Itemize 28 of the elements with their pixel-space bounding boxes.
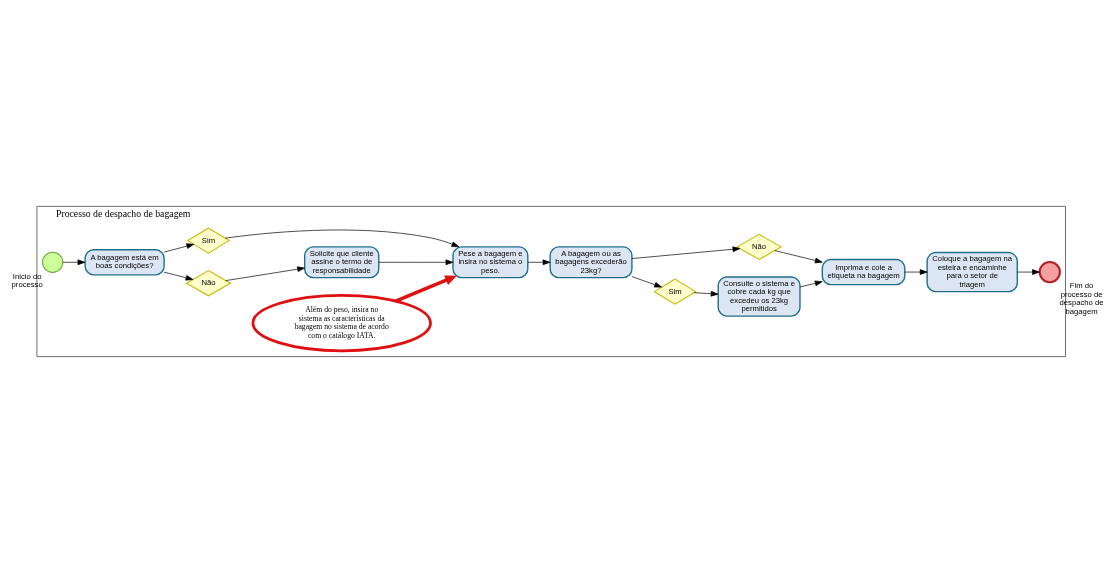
arrow <box>395 275 457 303</box>
node-ellipse: Além do peso, insira no sistema as características da bagagem no sistema de acordo com o catálogo IATA. <box>251 293 432 353</box>
arrow <box>378 259 454 266</box>
node-box: Solicite que cliente assine o termo de responsabilidade <box>304 246 380 279</box>
node-box: Consulte o sistema e cobre cada kg que excedeu os 23kg permitidos <box>717 276 801 317</box>
arrow <box>163 271 194 281</box>
arrow <box>693 290 719 297</box>
arrow <box>904 269 928 275</box>
arrow <box>527 259 551 266</box>
node-label: Inicio do processo <box>11 271 43 289</box>
node-circle <box>1038 260 1061 284</box>
node-box: Imprima e cole a etiqueta na bagagem <box>821 258 906 286</box>
arrow <box>163 243 195 253</box>
node-diamond: Não <box>736 233 783 261</box>
arrow <box>799 280 823 288</box>
arrow <box>631 276 662 288</box>
arrow <box>1017 269 1040 275</box>
node-box: A bagagem ou as bagagens excederão 23kg? <box>549 246 633 279</box>
node-box: Coloque a bagagem na esteira e encaminhe para o setor de triagem <box>926 251 1018 293</box>
arrow <box>62 259 86 266</box>
node-box: Pese a bagagem e insira no sistema o peso. <box>452 246 529 279</box>
arrow <box>631 246 741 259</box>
arrow <box>774 250 823 264</box>
arrow <box>224 229 460 248</box>
node-box: A bagagem está em boas condições? <box>84 249 165 276</box>
arrow <box>225 266 305 281</box>
node-circle <box>42 251 64 273</box>
node-label: Fim do processo de despacho de bagagem <box>1059 281 1104 316</box>
